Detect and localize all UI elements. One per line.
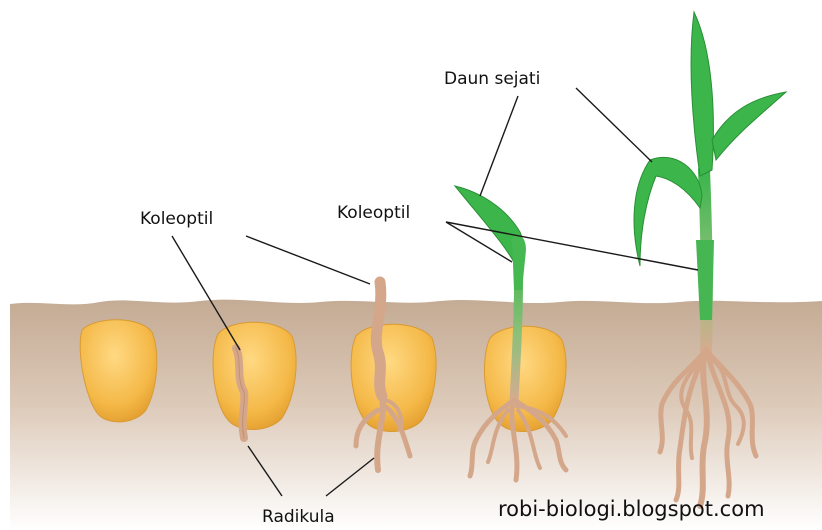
right-leaf <box>712 92 786 160</box>
coleoptile-sheath <box>512 235 526 290</box>
leader-koleoptil-left-to-stage3 <box>246 236 370 284</box>
watermark: robi-biologi.blogspot.com <box>498 497 765 521</box>
label-daun-sejati: Daun sejati <box>444 69 540 89</box>
corn-kernel <box>213 322 296 429</box>
label-koleoptil-left: Koleoptil <box>140 209 213 229</box>
leader-koleoptil-center-to-stage5 <box>446 222 698 270</box>
left-leaf <box>634 157 702 266</box>
label-koleoptil-center: Koleoptil <box>337 203 410 223</box>
leader-daun-to-stage5 <box>576 88 652 162</box>
coleoptile <box>376 282 382 396</box>
label-radikula: Radikula <box>262 507 335 527</box>
leader-daun-to-stage4 <box>480 96 518 196</box>
top-leaf <box>691 12 713 176</box>
